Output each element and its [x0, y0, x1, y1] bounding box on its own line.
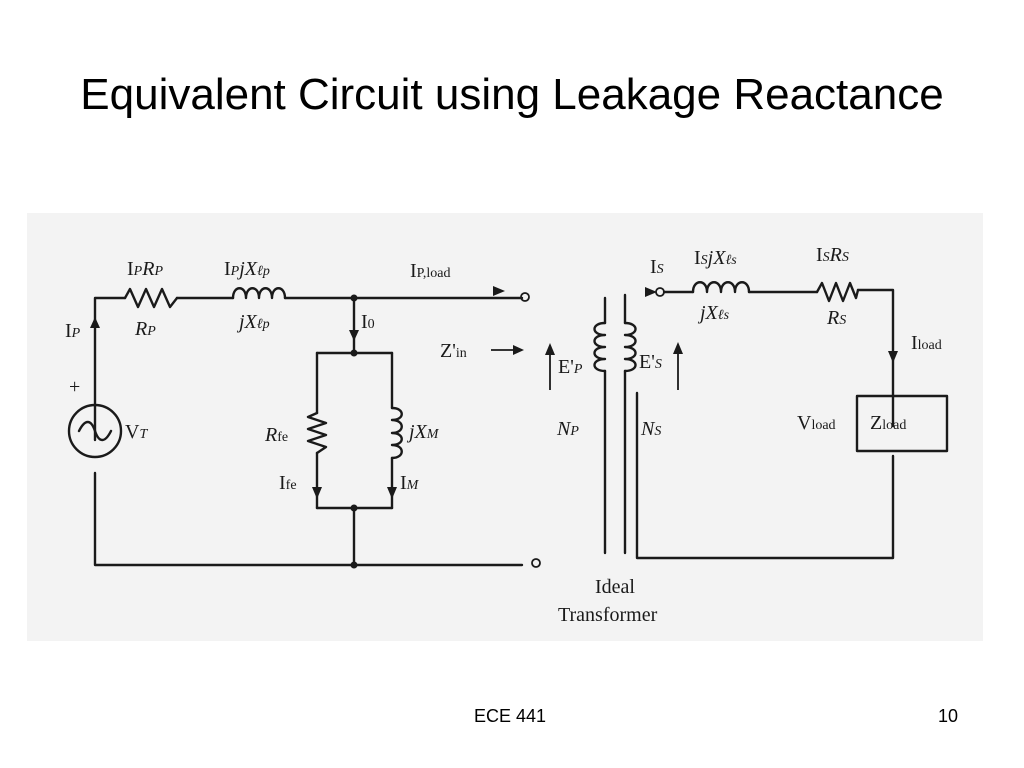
label-transformer: Transformer [558, 604, 658, 626]
inductor-jxlp-icon [231, 287, 287, 300]
terminal-primary-top [520, 292, 530, 302]
ideal-transformer-icon [593, 293, 637, 555]
resistor-rfe-icon [306, 411, 328, 455]
circuit-diagram: IPRP RP IPjXℓp jXℓp IP,load I0 IP + VT R… [27, 213, 983, 641]
label-is-rs: ISRS [816, 244, 849, 266]
page-number: 10 [938, 706, 959, 726]
primary-wires [93, 296, 524, 567]
label-ife: Ife [279, 472, 297, 494]
junction-dot-upper [350, 349, 358, 357]
junction-dot-lower [350, 504, 358, 512]
label-is-jxls: ISjXℓs [694, 247, 737, 269]
label-is: IS [650, 256, 664, 278]
inductor-jxm-icon [390, 406, 403, 460]
label-jxls: jXℓs [697, 302, 730, 324]
current-arrows [90, 286, 898, 499]
label-ip-side: IP [65, 320, 81, 342]
label-np: NP [556, 418, 579, 440]
label-plus: + [69, 376, 80, 398]
resistor-rp-icon [123, 287, 179, 309]
label-im: IM [400, 472, 420, 494]
label-jxm: jXM [406, 421, 440, 443]
terminal-primary-bottom [531, 558, 541, 568]
diagram-background [27, 213, 983, 641]
label-vt: VT [125, 421, 148, 443]
inductor-jxls-icon [691, 281, 751, 294]
label-rs: RS [826, 307, 846, 329]
label-zload: Zload [870, 412, 906, 434]
label-rp: RP [134, 318, 156, 340]
resistor-rs-icon [815, 281, 860, 303]
label-ip-jxlp: IPjXℓp [224, 258, 270, 280]
label-jxlp: jXℓp [236, 311, 270, 333]
label-ep: E'P [558, 356, 583, 378]
slide-title: Equivalent Circuit using Leakage Reactan… [80, 70, 944, 119]
label-iload: Iload [911, 332, 942, 354]
label-rfe: Rfe [264, 424, 288, 446]
label-i0: I0 [361, 311, 375, 333]
voltage-source-icon [67, 403, 123, 459]
label-ns: NS [640, 418, 661, 440]
label-ip-load: IP,load [410, 260, 451, 282]
junction-dot-bottom [350, 561, 358, 569]
label-ideal: Ideal [595, 576, 635, 598]
footer-course: ECE 441 [474, 706, 547, 726]
label-zin: Z'in [440, 340, 467, 362]
junction-dot-top [350, 294, 358, 302]
circuit-figure: IPRP RP IPjXℓp jXℓp IP,load I0 IP + VT R… [27, 213, 983, 641]
secondary-wires [635, 288, 895, 560]
zload-box [855, 394, 949, 453]
label-es: E'S [639, 351, 662, 373]
label-ip-rp: IPRP [127, 258, 163, 280]
label-vload: Vload [797, 412, 836, 434]
